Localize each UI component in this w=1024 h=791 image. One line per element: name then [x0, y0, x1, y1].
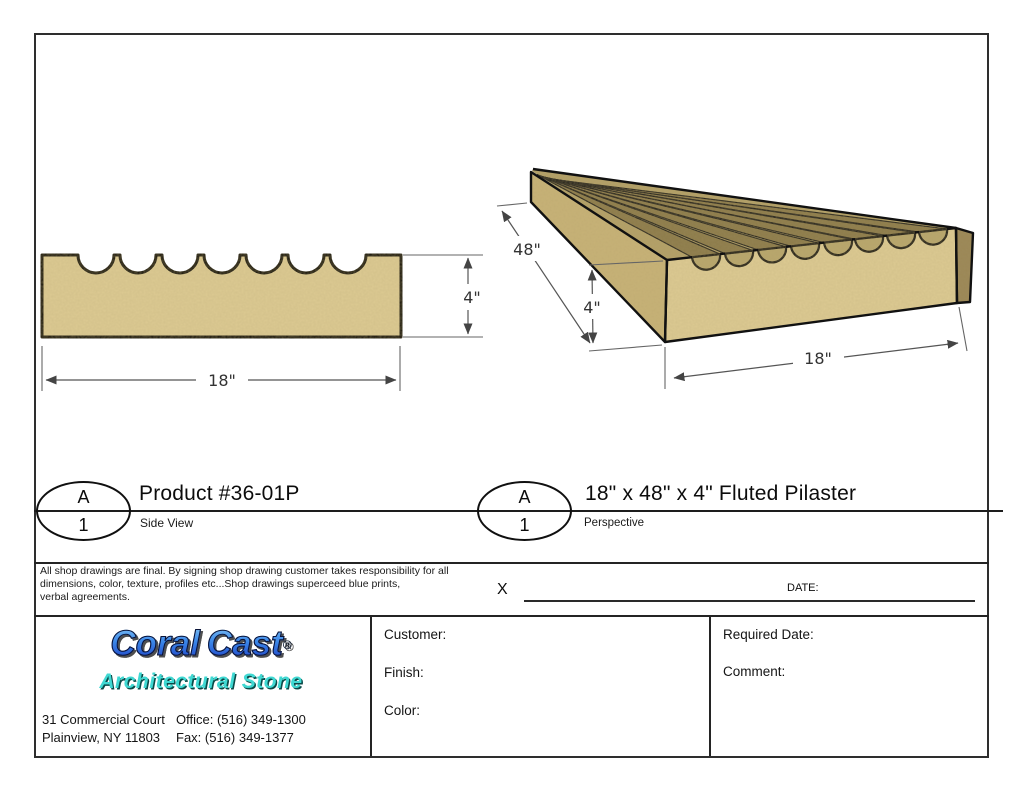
company-logo-wordmark: Coral Cast®	[40, 619, 362, 670]
persp-flute-grooves	[536, 173, 948, 258]
dim-patch	[504, 236, 550, 261]
signature-line[interactable]	[524, 600, 975, 602]
side-height-dimension: 4"	[463, 288, 481, 307]
dim-patch	[793, 345, 844, 369]
office-phone: Office: (516) 349-1300	[176, 712, 306, 727]
address-line-1: 31 Commercial Court	[42, 712, 165, 727]
comment-field-label: Comment:	[723, 664, 786, 679]
company-tagline: Architectural Stone	[99, 670, 303, 693]
company-address: 31 Commercial Court Plainview, NY 11803	[42, 711, 165, 746]
side-view-drawing: 4" 18"	[40, 253, 488, 392]
address-line-2: Plainview, NY 11803	[42, 729, 161, 745]
finish-field-label: Finish:	[384, 665, 424, 680]
logo-word-coral: Coral	[110, 623, 201, 663]
perspective-view-drawing: 48" 4" 18"	[496, 167, 975, 389]
persp-right-sliver	[956, 228, 973, 303]
detail-letter: A	[77, 486, 90, 507]
company-phones: Office: (516) 349-1300 Fax: (516) 349-13…	[176, 711, 306, 746]
persp-length-dimension: 48"	[513, 240, 541, 259]
side-view-extension-lines	[41, 254, 483, 391]
company-logo: Coral Cast® Architectural Stone	[40, 619, 362, 694]
persp-flute-notches	[690, 227, 949, 271]
side-view-title: Product #36-01P	[139, 482, 300, 505]
perspective-title: 18" x 48" x 4" Fluted Pilaster	[585, 482, 857, 505]
disclaimer-line-1: All shop drawings are final. By signing …	[40, 565, 449, 577]
detail-bubble-perspective: A 1	[477, 481, 572, 541]
persp-outlines	[529, 167, 975, 344]
customer-field-label: Customer:	[384, 627, 447, 642]
date-label: DATE:	[787, 582, 819, 594]
fax-phone: Fax: (516) 349-1377	[176, 729, 294, 745]
disclaimer-box	[34, 562, 989, 617]
persp-extension-lines	[496, 202, 968, 389]
sheet-border	[34, 33, 989, 758]
dim-patch	[456, 284, 488, 310]
dim-patch	[196, 367, 248, 392]
detail-letter: A	[518, 486, 531, 507]
registered-trademark-symbol: ®	[282, 638, 292, 652]
column-divider	[370, 617, 372, 756]
side-width-dimension: 18"	[208, 371, 236, 390]
detail-bubble-side-view: A 1	[36, 481, 131, 541]
signature-x-mark: X	[497, 581, 508, 598]
logo-word-cast: Cast	[206, 623, 283, 663]
persp-width-dimension: 18"	[804, 349, 832, 368]
disclaimer-line-2: dimensions, color, texture, profiles etc…	[40, 578, 401, 590]
color-field-label: Color:	[384, 703, 421, 718]
detail-number: 1	[519, 514, 530, 535]
disclaimer-line-3: verbal agreements.	[40, 591, 130, 603]
detail-number: 1	[78, 514, 89, 535]
required-date-field-label: Required Date:	[723, 627, 814, 642]
dim-patch	[578, 294, 607, 319]
persp-height-dimension: 4"	[583, 298, 601, 317]
side-view-subtitle: Side View	[140, 516, 194, 530]
disclaimer-text: All shop drawings are final. By signing …	[40, 565, 510, 604]
perspective-subtitle: Perspective	[584, 517, 645, 529]
column-divider	[709, 617, 711, 756]
technical-drawing: 4" 18"	[40, 167, 975, 392]
side-view-profile	[40, 253, 403, 339]
